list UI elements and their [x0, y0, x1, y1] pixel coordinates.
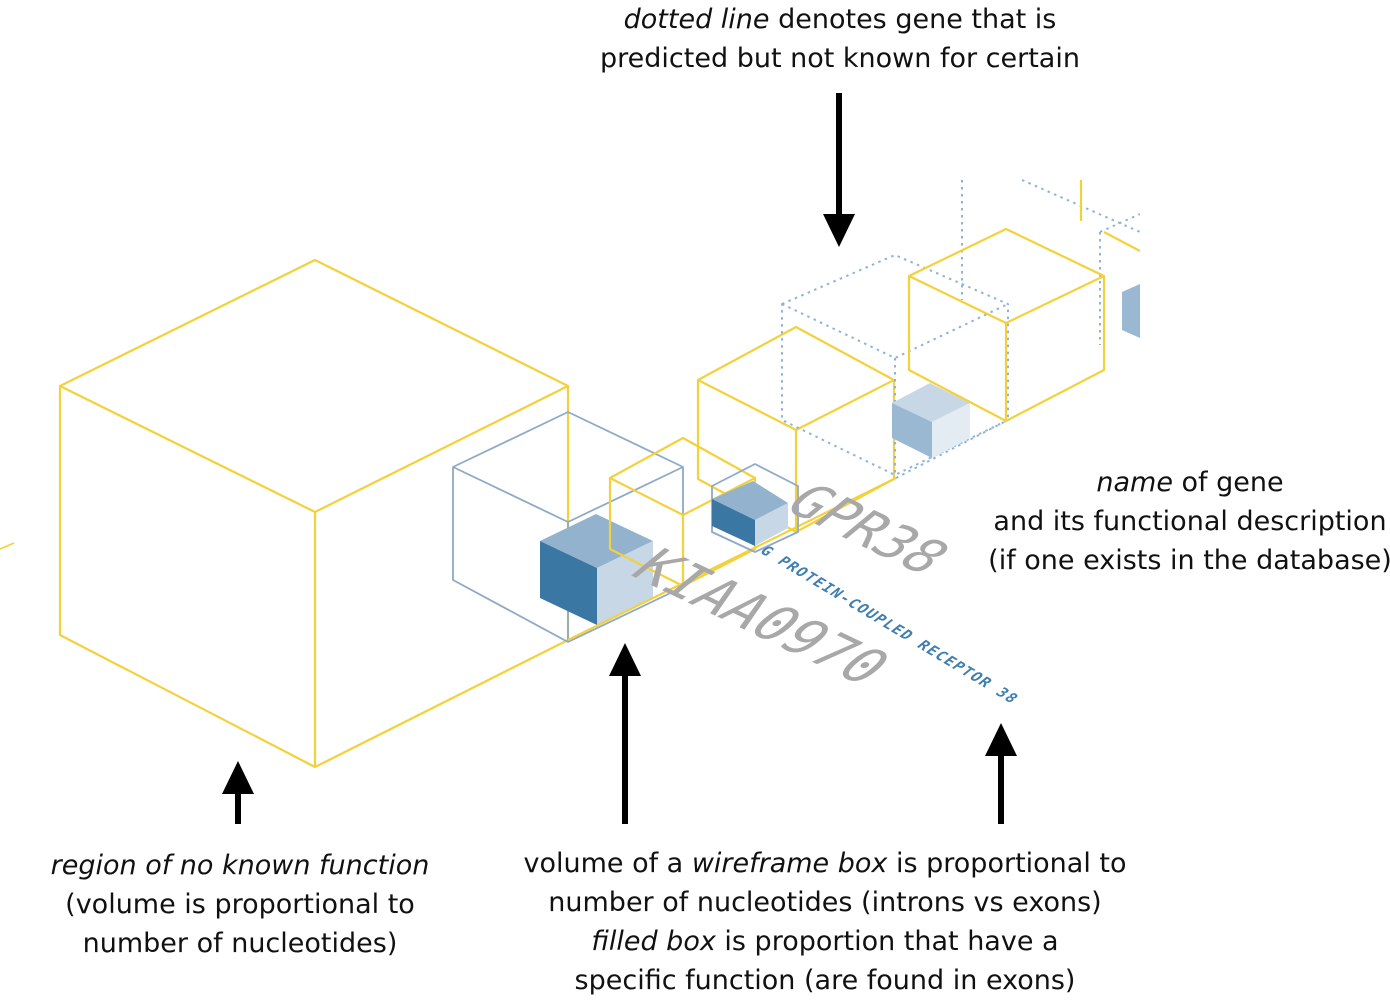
- caption-wire-italic: wireframe box: [691, 848, 888, 879]
- arrow-dotted-line: [823, 93, 855, 247]
- caption-wire-line4: specific function (are found in exons): [574, 965, 1076, 996]
- caption-wire-pre: volume of a: [523, 848, 692, 879]
- yellow-wireframe-box-medium: [696, 325, 896, 534]
- region-connector-line: [567, 477, 897, 641]
- predicted-gene-dotted-box-far: [961, 179, 1140, 345]
- yellow-wireframe-box-large-right: [907, 227, 1106, 423]
- yellow-wireframe-box-small: [608, 436, 757, 588]
- caption-gene-name: name of gene and its functional descript…: [975, 463, 1390, 580]
- gene-wireframe-box-gpr38: [711, 463, 799, 553]
- caption-name-line3: (if one exists in the database): [988, 545, 1390, 576]
- arrow-gene-name: [985, 723, 1017, 824]
- exon-filled-box-far-right: [1122, 284, 1140, 338]
- dotted-connector-line: [895, 419, 1009, 479]
- caption-wire-line2: number of nucleotides (introns vs exons): [548, 887, 1102, 918]
- exon-filled-box-predicted: [892, 383, 970, 458]
- caption-filled-rest: is proportion that have a: [715, 926, 1059, 957]
- caption-region-line3: number of nucleotides): [82, 928, 398, 959]
- exon-filled-box-gpr38: [712, 481, 788, 546]
- yellow-box-far-right: [1079, 180, 1140, 252]
- yellow-stub: [0, 542, 15, 550]
- caption-dotted-rest: denotes gene that is: [769, 4, 1057, 35]
- caption-wireframe: volume of a wireframe box is proportiona…: [490, 844, 1160, 1000]
- caption-filled-italic: filled box: [591, 926, 716, 957]
- arrow-wireframe: [609, 643, 641, 824]
- caption-dotted-line: dotted line denotes gene that is predict…: [560, 0, 1120, 78]
- caption-dotted-line2: predicted but not known for certain: [600, 43, 1080, 74]
- no-function-region-box: [58, 258, 570, 769]
- caption-name-italic: name: [1096, 467, 1173, 498]
- caption-region-italic: region of no known function: [50, 850, 430, 881]
- caption-name-rest: of gene: [1172, 467, 1284, 498]
- caption-wire-post: is proportional to: [887, 848, 1127, 879]
- caption-region: region of no known function (volume is p…: [30, 846, 450, 963]
- caption-dotted-italic: dotted line: [623, 4, 770, 35]
- caption-region-line2: (volume is proportional to: [65, 889, 415, 920]
- predicted-gene-dotted-box: [781, 254, 1009, 476]
- arrow-region: [222, 761, 254, 824]
- caption-name-line2: and its functional description: [993, 506, 1387, 537]
